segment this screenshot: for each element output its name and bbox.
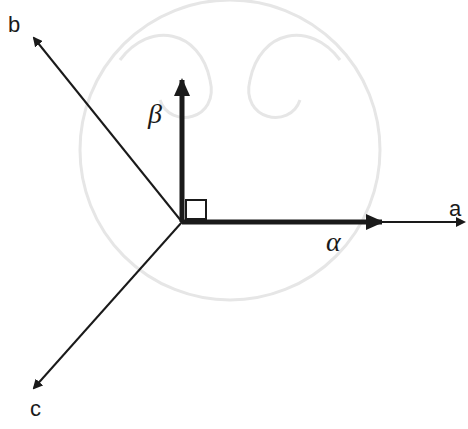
c-axis: [34, 222, 182, 388]
alpha-axis: [182, 220, 382, 225]
a-axis: [182, 221, 464, 223]
axis-label: c: [30, 398, 41, 420]
axis-label: b: [8, 14, 20, 36]
beta-axis: [180, 80, 185, 222]
right-angle-mark: [186, 200, 206, 219]
axis-label: a: [449, 198, 461, 220]
axis-label: β: [148, 100, 162, 128]
b-axis: [34, 38, 182, 222]
axis-label: α: [326, 228, 341, 256]
